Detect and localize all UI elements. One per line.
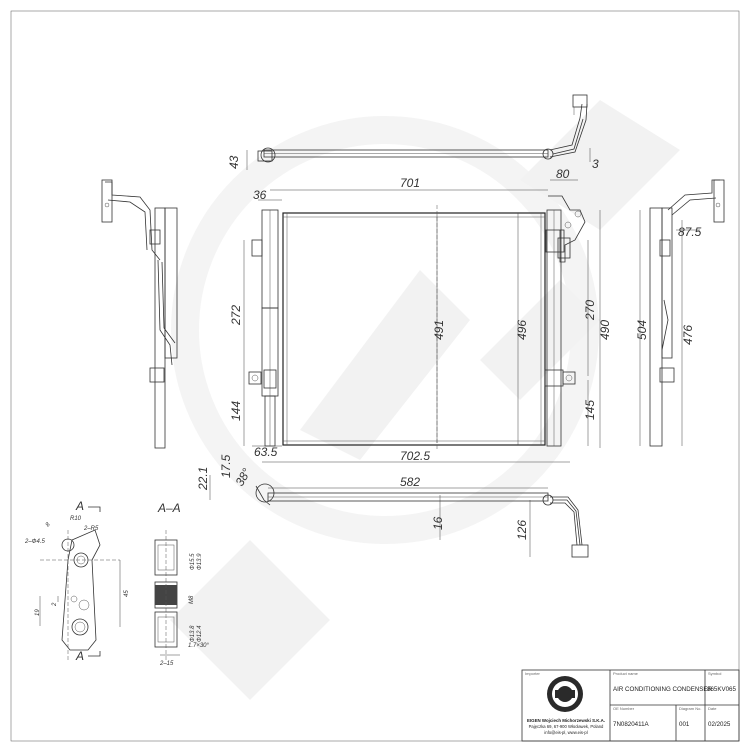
section-a-a-label: A–A (157, 501, 181, 515)
dim-144: 144 (229, 401, 243, 421)
dim-272: 272 (229, 305, 243, 326)
symbol-label: Symbol (708, 671, 721, 676)
symbol-value: 865KV065 (707, 686, 736, 693)
dim-126: 126 (515, 520, 529, 540)
dim-701: 701 (400, 176, 420, 190)
title-block (521, 669, 740, 742)
section-d155: Ф15.5 (190, 553, 196, 570)
dim-491: 491 (432, 320, 446, 340)
section-d139: Ф13.9 (197, 553, 203, 570)
dim-22-1: 22.1 (196, 467, 210, 491)
detail-19: 19 (35, 609, 41, 616)
section-a-a (154, 530, 180, 660)
company-contact: info@eis-pl, www.eis-pl (544, 730, 587, 735)
detail-a-top-label: A (75, 499, 84, 513)
detail-r5: 2–R5 (83, 526, 99, 532)
dim-63-5: 63.5 (254, 445, 278, 459)
section-d138: Ф13.8 (190, 625, 196, 642)
diagram-no-label: Diagram No. (679, 706, 701, 711)
sheet-border (10, 10, 740, 742)
left-side-view (101, 179, 178, 449)
bottom-view-pipe (255, 483, 589, 558)
detail-r10: R10 (70, 516, 82, 522)
top-view-pipe (257, 94, 588, 163)
company-address: Pajęczka 69, 67-900 Włocławek, Poland (529, 724, 604, 729)
section-c15: 2–15 (159, 661, 174, 667)
right-side-view (649, 179, 725, 447)
section-m8: M8 (189, 595, 195, 604)
detail-2: 2 (52, 602, 58, 607)
company-name: EIGEN Wojciech Michorzewski S.K.A. (527, 718, 605, 723)
watermark (170, 100, 680, 700)
diagram-no: 001 (679, 721, 690, 728)
oe-number-label: OE Number (613, 706, 635, 711)
detail-phi45: 2–Ф4.5 (24, 539, 45, 545)
product-name-label: Product name (613, 671, 639, 676)
dim-80: 80 (556, 167, 570, 181)
dim-702-5: 702.5 (400, 449, 430, 463)
section-chamfer: 1.7×30° (188, 643, 210, 649)
oe-number: 7N0820411A (613, 721, 650, 728)
detail-a-flange (39, 529, 121, 660)
front-view-condenser (248, 195, 586, 450)
detail-8: 8 (45, 521, 52, 528)
dim-36: 36 (253, 188, 267, 202)
dim-16: 16 (431, 516, 445, 530)
dim-490: 490 (598, 320, 612, 340)
date-value: 02/2025 (708, 721, 731, 728)
dim-496: 496 (515, 320, 529, 340)
detail-a-bottom-label: A (75, 649, 84, 663)
dim-270: 270 (583, 300, 597, 321)
dim-87-5: 87.5 (678, 225, 702, 239)
dim-17-5: 17.5 (219, 454, 233, 478)
detail-45: 45 (124, 590, 130, 597)
dim-476: 476 (681, 325, 695, 345)
product-name: AIR CONDITIONING CONDENSER (613, 686, 713, 693)
section-d124: Ф12.4 (197, 625, 203, 642)
dim-43: 43 (227, 155, 241, 169)
dim-3: 3 (592, 157, 599, 171)
dim-145: 145 (583, 400, 597, 420)
dim-582: 582 (400, 475, 420, 489)
dim-504: 504 (635, 320, 649, 340)
importer-label: Importer (525, 671, 541, 676)
date-label: Date (708, 706, 717, 711)
